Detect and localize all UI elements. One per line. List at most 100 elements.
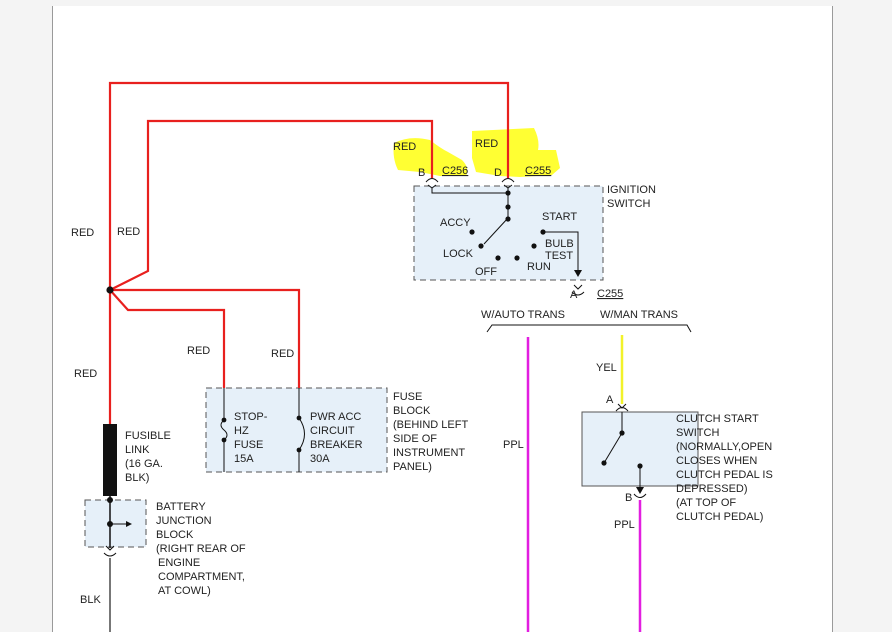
clutch-dot-pivot xyxy=(619,430,625,436)
connector-c255-bottom: C255 xyxy=(597,288,623,300)
connector-mark xyxy=(105,545,115,551)
fusible-link-line: BLK) xyxy=(125,472,149,484)
fuse-block-box xyxy=(205,387,388,473)
clutch-start-switch-label: CLUTCH START SWITCH (NORMALLY,OPEN CLOSES W… xyxy=(676,413,773,523)
ign-dot-bulb xyxy=(531,243,537,249)
pin-b: B xyxy=(418,167,425,179)
ign-dot-start-contact xyxy=(540,229,546,235)
battery-junction-line: ENGINE xyxy=(158,557,200,569)
fuse-stop-line: FUSE xyxy=(234,439,263,451)
ignition-internals xyxy=(431,188,579,273)
ignition-bulb: BULB xyxy=(545,238,574,250)
pin-a: A xyxy=(570,289,578,301)
breaker-dot-2 xyxy=(296,447,302,453)
clutch-pin-a: A xyxy=(606,394,614,406)
clutch-switch-line: SWITCH xyxy=(676,427,719,439)
fuse-pwr-line: 30A xyxy=(310,453,330,465)
fuse-dot-2 xyxy=(221,437,227,443)
ign-arrow xyxy=(574,270,582,277)
connector-cup xyxy=(103,552,117,557)
clutch-dot-arm xyxy=(601,460,607,466)
clutch-switch-line: (AT TOP OF xyxy=(676,497,736,509)
connector-c256-cup xyxy=(425,178,439,183)
clutch-switch-line: CLUTCH PEDAL) xyxy=(676,511,763,523)
clutch-arrow xyxy=(636,487,644,494)
ignition-title-2: SWITCH xyxy=(607,198,650,210)
ignition-lock: LOCK xyxy=(443,248,474,260)
fusible-link-line: FUSIBLE xyxy=(125,430,171,442)
clutch-switch-line: DEPRESSED) xyxy=(676,483,748,495)
fusible-link-line: (16 GA. xyxy=(125,458,163,470)
clutch-switch-line: CLOSES WHEN xyxy=(676,455,757,467)
battery-junction-label: BATTERY JUNCTION BLOCK (RIGHT REAR OF ENGINE… xyxy=(156,501,246,597)
wire-label-ppl-clutch: PPL xyxy=(614,519,635,531)
connector-c256: C256 xyxy=(442,165,468,177)
c255-bottom-cup xyxy=(571,291,585,296)
fuse-dot-1 xyxy=(221,417,227,423)
wire-label-red-c255: RED xyxy=(475,138,498,150)
wire-label-red-fuse-stop: RED xyxy=(187,345,210,357)
ignition-off: OFF xyxy=(475,266,497,278)
battery-junction-line: (RIGHT REAR OF xyxy=(156,543,246,555)
fuse-internals xyxy=(220,388,305,472)
ignition-start: START xyxy=(542,211,577,223)
battery-junction-line: COMPARTMENT, xyxy=(158,571,245,583)
trans-auto-label: W/AUTO TRANS xyxy=(481,309,565,321)
fuse-stop-line: 15A xyxy=(234,453,254,465)
clutch-switch-line: CLUTCH START xyxy=(676,413,759,425)
fuse-block-line: FUSE xyxy=(393,391,422,403)
ignition-run: RUN xyxy=(527,261,551,273)
fuse-block-line: (BEHIND LEFT xyxy=(393,419,468,431)
trans-split-line xyxy=(486,324,692,333)
wire-label-blk: BLK xyxy=(80,594,101,606)
clutch-switch-line: CLUTCH PEDAL IS xyxy=(676,469,773,481)
fuse-stop-line: HZ xyxy=(234,425,249,437)
ign-dot-run xyxy=(514,255,520,261)
wire-label-red-left2: RED xyxy=(117,226,140,238)
fusible-link-label: FUSIBLE LINK (16 GA. BLK) xyxy=(125,430,171,484)
clutch-internals xyxy=(603,412,641,490)
highlight-marks xyxy=(393,128,560,177)
pwr-acc-breaker-label: PWR ACC CIRCUIT BREAKER 30A xyxy=(310,411,363,465)
junction-arrowhead xyxy=(126,521,132,527)
battery-junction-line: BATTERY xyxy=(156,501,206,513)
fuse-pwr-line: PWR ACC xyxy=(310,411,361,423)
fuse-pwr-line: BREAKER xyxy=(310,439,363,451)
battery-junction-line: JUNCTION xyxy=(156,515,212,527)
clutch-dot-contact xyxy=(637,463,643,469)
ign-dot-accy xyxy=(469,229,475,235)
ign-dot-top xyxy=(505,190,511,196)
fusible-link-line: LINK xyxy=(125,444,150,456)
fusible-link xyxy=(103,424,117,496)
clutch-pin-b: B xyxy=(625,492,632,504)
fuse-block-line: INSTRUMENT xyxy=(393,447,465,459)
splice-dot xyxy=(106,286,114,294)
c255-bottom-arrow xyxy=(573,284,583,290)
clutch-switch-line: (NORMALLY,OPEN xyxy=(676,441,772,453)
pin-d: D xyxy=(494,167,502,179)
ign-dot-lock xyxy=(478,243,484,249)
clutch-b-cup xyxy=(633,493,647,498)
red-wires xyxy=(108,81,510,424)
wire-label-ppl-auto: PPL xyxy=(503,439,524,451)
ign-dot-start xyxy=(505,204,511,210)
wire-label-red-left: RED xyxy=(71,227,94,239)
battery-junction-line: AT COWL) xyxy=(158,585,211,597)
fuse-pwr-line: CIRCUIT xyxy=(310,425,355,437)
connector-c255-cup xyxy=(501,178,515,183)
battery-junction-line: BLOCK xyxy=(156,529,194,541)
wire-label-red-fuse-pwr: RED xyxy=(271,348,294,360)
junction-dot xyxy=(107,497,113,503)
connector-c255-top: C255 xyxy=(525,165,551,177)
ignition-accy: ACCY xyxy=(440,217,471,229)
ignition-test: TEST xyxy=(545,250,573,262)
ign-dot-off xyxy=(495,255,501,261)
fuse-block-line: SIDE OF xyxy=(393,433,437,445)
breaker-dot-1 xyxy=(296,415,302,421)
wire-label-red-c256: RED xyxy=(393,141,416,153)
ign-dot-pivot xyxy=(505,216,511,222)
